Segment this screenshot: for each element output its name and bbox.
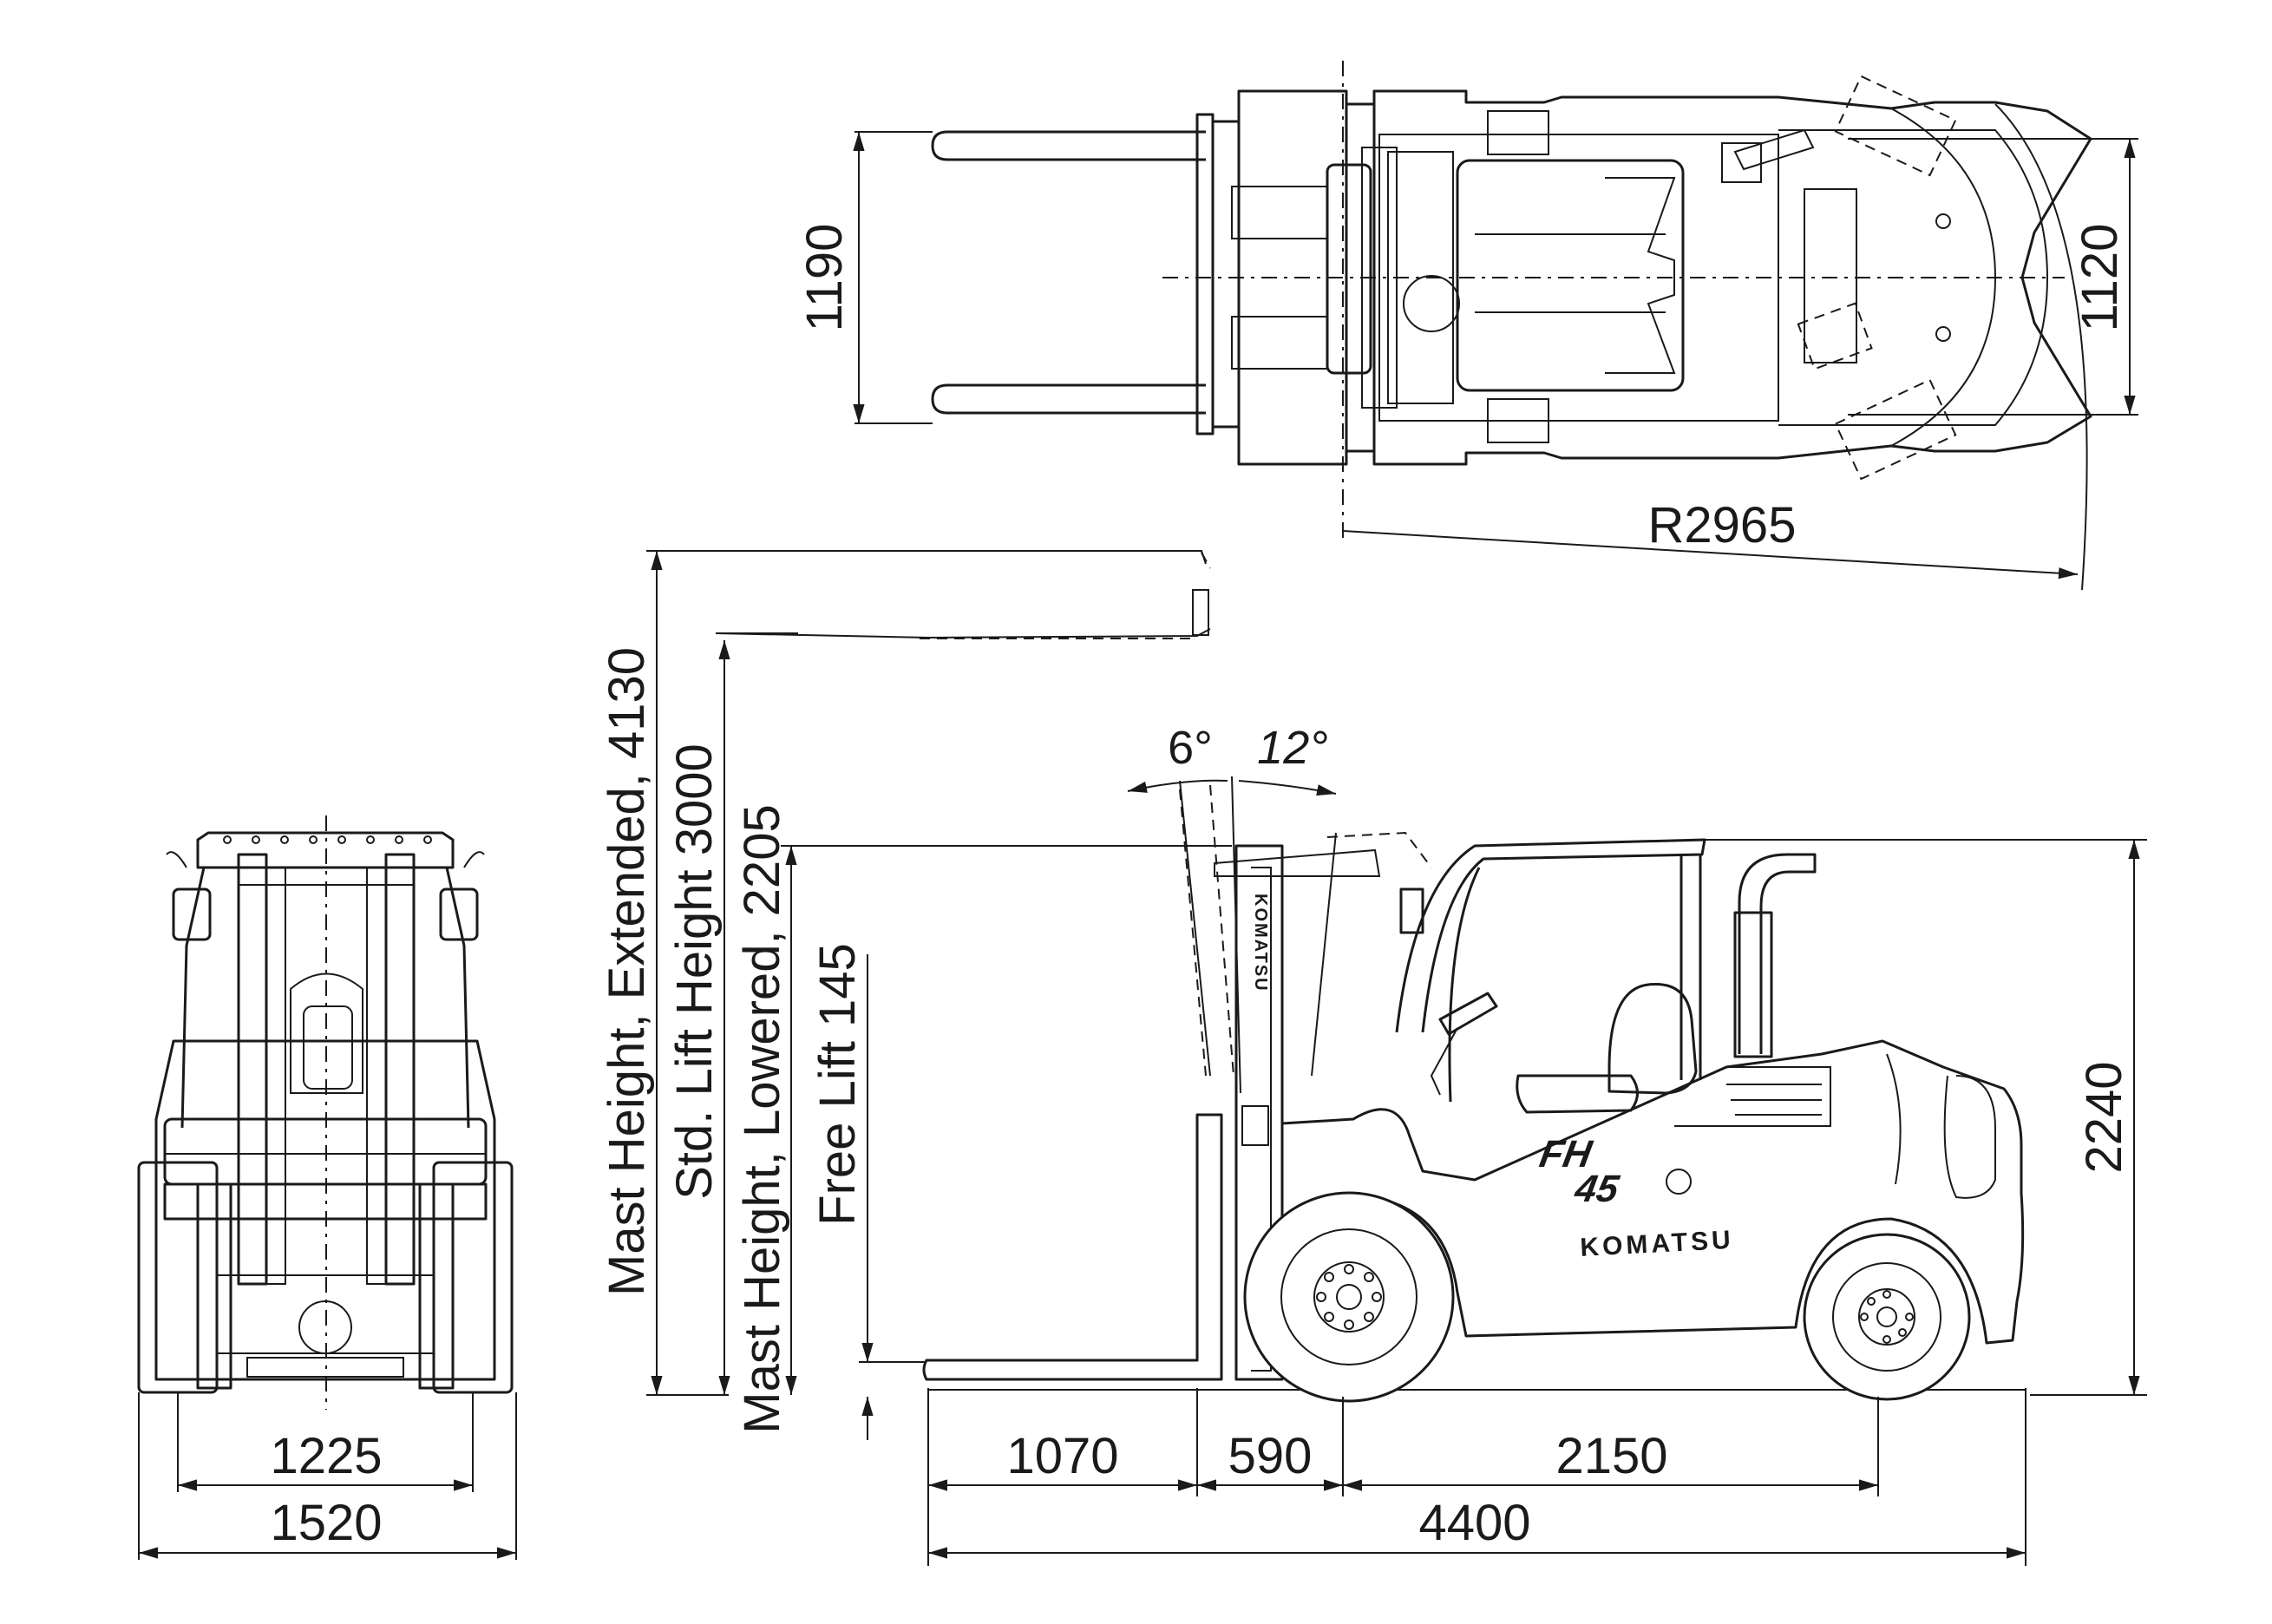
top-view-forks <box>931 113 1241 435</box>
overall-length-label: 4400 <box>1418 1495 1530 1551</box>
front-left-fork <box>196 1182 232 1390</box>
side-view: KOMATSU FH <box>599 550 2147 1566</box>
mast-height-extended-dimension: Mast Height, Extended, 4130 <box>599 550 729 1396</box>
turning-radius-label: R2965 <box>1648 497 1797 553</box>
overall-width-dimension: 1520 <box>138 1392 517 1560</box>
rear-wheel <box>1803 1233 1971 1401</box>
overhead-guard-height-dimension: 2240 <box>1705 839 2147 1396</box>
front-right-fork <box>418 1182 455 1390</box>
tilt-forward-label: 6° <box>1168 722 1213 774</box>
front-guard-bolts <box>223 835 432 844</box>
tilt-back-label: 12° <box>1257 722 1328 774</box>
turning-radius-dimension: R2965 <box>1342 497 2079 580</box>
body-brand: KOMATSU <box>1580 1226 1735 1262</box>
mast-height-lowered-label: Mast Height, Lowered, 2205 <box>734 804 790 1433</box>
fork-length-dimension: 1070 <box>928 1428 1197 1491</box>
mast-height-lowered-dimension: Mast Height, Lowered, 2205 <box>734 804 1232 1434</box>
side-overhead-guard <box>1395 838 1706 1103</box>
raised-fork-extended <box>646 550 1211 569</box>
front-overhang-label: 590 <box>1228 1428 1313 1484</box>
top-view: 1190 1120 R2965 <box>796 61 2138 591</box>
front-left-lamp <box>172 887 212 941</box>
overall-length-dimension: 4400 <box>928 1495 2026 1559</box>
steering-wheel <box>1438 992 1498 1036</box>
side-seat <box>1607 983 1698 1095</box>
front-view: 1225 1520 <box>137 815 517 1560</box>
fork-spread-dimension: 1190 <box>796 131 933 424</box>
rear-track-label: 1120 <box>2072 224 2128 332</box>
rear-track-dimension: 1120 <box>1848 138 2138 416</box>
raised-fork-std-lift <box>715 589 1211 639</box>
front-wheel <box>1243 1191 1455 1403</box>
fork-spread-label: 1190 <box>796 224 853 332</box>
overhead-guard-height-label: 2240 <box>2076 1061 2132 1173</box>
tread-width-label: 1225 <box>270 1428 382 1484</box>
mast-height-extended-label: Mast Height, Extended, 4130 <box>599 647 655 1296</box>
model-badge-line1: FH <box>1536 1133 1595 1175</box>
mast-brand: KOMATSU <box>1251 894 1270 992</box>
front-body <box>154 1039 496 1381</box>
front-mast <box>237 853 416 1286</box>
front-overhead-guard <box>196 831 455 869</box>
free-lift-label: Free Lift 145 <box>809 943 866 1226</box>
exhaust-pipe <box>1738 853 1817 1054</box>
model-badge-line2: 45 <box>1571 1168 1623 1210</box>
side-mast: KOMATSU <box>1179 784 1432 1381</box>
wheelbase-label: 2150 <box>1555 1428 1667 1484</box>
side-fork <box>922 1113 1223 1381</box>
tread-width-dimension: 1225 <box>177 1392 474 1492</box>
fork-length-label: 1070 <box>1006 1428 1118 1484</box>
horizontal-dimensions <box>927 1388 2026 1566</box>
top-view-body <box>1372 75 2092 481</box>
front-overhang-dimension: 590 <box>1197 1428 1343 1491</box>
std-lift-height-dimension: Std. Lift Height 3000 <box>666 632 798 1395</box>
overall-width-label: 1520 <box>270 1495 382 1551</box>
wheelbase-dimension: 2150 <box>1343 1428 1878 1491</box>
free-lift-dimension: Free Lift 145 <box>809 943 926 1440</box>
front-left-tire <box>137 1161 219 1394</box>
std-lift-height-label: Std. Lift Height 3000 <box>666 743 723 1200</box>
front-right-tire <box>432 1161 514 1394</box>
turning-radius-arc <box>1994 103 2088 591</box>
front-right-lamp <box>439 887 479 941</box>
tilt-angle-indicator: 6° 12° <box>1127 722 1337 1094</box>
